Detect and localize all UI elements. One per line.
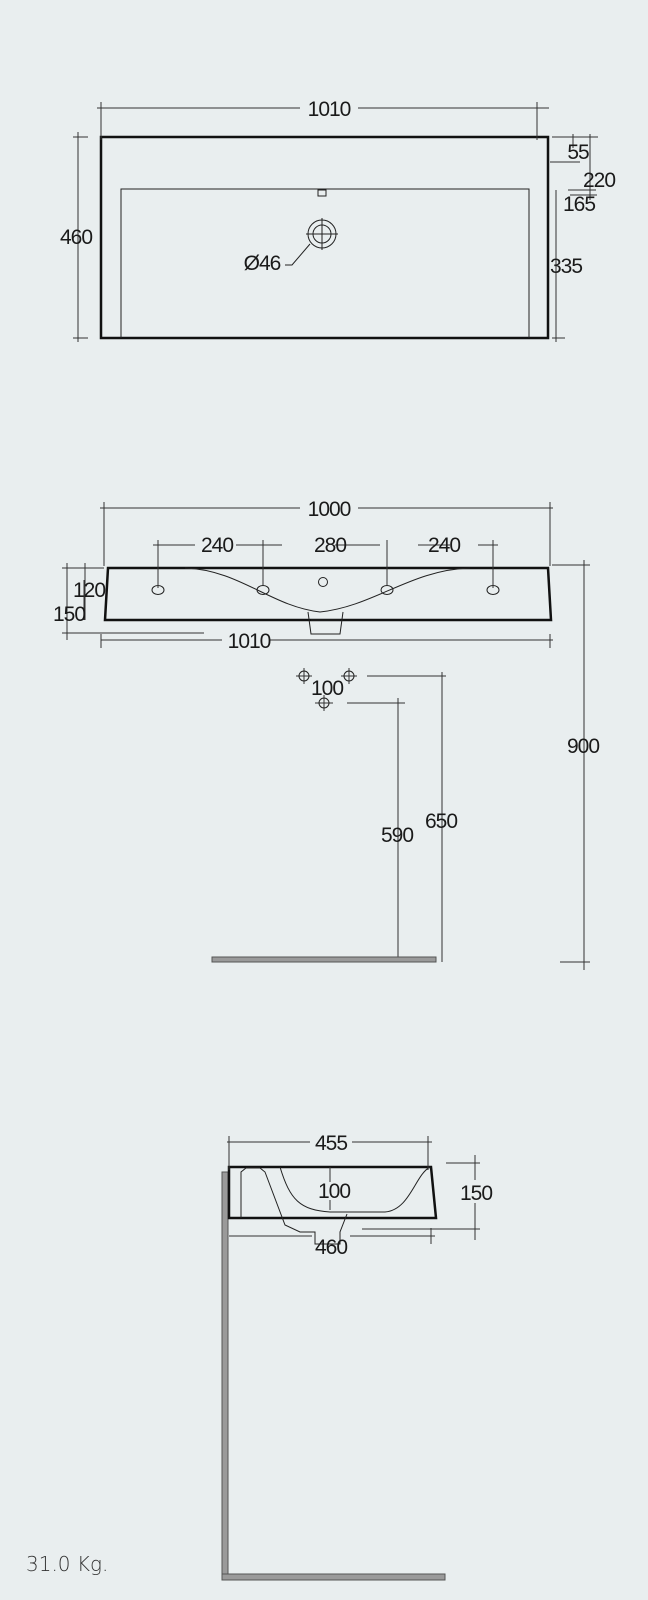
wall [221, 1171, 229, 1581]
dim-240-left-label: 240 [201, 534, 233, 557]
floor [221, 1573, 446, 1581]
weight-label: 31.0 Kg. [26, 1552, 109, 1576]
bowl-profile [240, 1166, 431, 1245]
overflow [317, 189, 327, 197]
drain-leader [285, 243, 311, 266]
drain-diameter-label: Ø46 [244, 252, 281, 275]
dim-holes [153, 540, 498, 588]
dim-right [550, 134, 598, 342]
dim-depth-label: 460 [60, 226, 92, 249]
dim-left [62, 563, 204, 640]
dim-1010 [100, 634, 553, 648]
dim-120-label: 120 [73, 579, 105, 602]
dim-900-label: 900 [567, 735, 599, 758]
bowl-outline [120, 188, 530, 338]
top-view: 1010 460 55 220 165 335 Ø46 [60, 98, 616, 342]
bowl-curve [184, 567, 471, 613]
trap [307, 611, 344, 635]
drain-crosshair [306, 218, 338, 250]
dim-1010-label: 1010 [228, 630, 271, 653]
dim-width-label: 1010 [308, 98, 351, 121]
side-view: 455 100 150 460 [221, 1132, 493, 1581]
dim-240-right-label: 240 [428, 534, 460, 557]
dim-150-side-label: 150 [460, 1182, 492, 1205]
dim-side [227, 1136, 480, 1244]
dim-455-label: 455 [315, 1132, 347, 1155]
dim-1000 [100, 502, 553, 566]
basin-outline-front [103, 566, 553, 622]
dim-165-label: 165 [563, 193, 595, 216]
dim-55-label: 55 [567, 141, 589, 164]
dim-590-label: 590 [381, 824, 413, 847]
dim-depth [73, 132, 88, 342]
dim-100-side-label: 100 [318, 1180, 350, 1203]
dim-900 [552, 560, 590, 970]
dim-width [97, 102, 549, 140]
floor-line [211, 956, 437, 963]
dim-1000-label: 1000 [308, 498, 351, 521]
dim-trap [296, 668, 446, 962]
dim-335-label: 335 [550, 255, 582, 278]
front-view: 1000 240 280 240 120 150 1010 900 100 65… [53, 498, 600, 970]
dim-460-label: 460 [315, 1236, 347, 1259]
basin-outline-side [227, 1165, 438, 1220]
tap-holes [151, 577, 500, 595]
basin-outline-top [99, 135, 550, 340]
dim-650-label: 650 [425, 810, 457, 833]
dim-220-label: 220 [583, 169, 615, 192]
dim-280-label: 280 [314, 534, 346, 557]
dim-150-label: 150 [53, 603, 85, 626]
dim-100-label: 100 [311, 677, 343, 700]
